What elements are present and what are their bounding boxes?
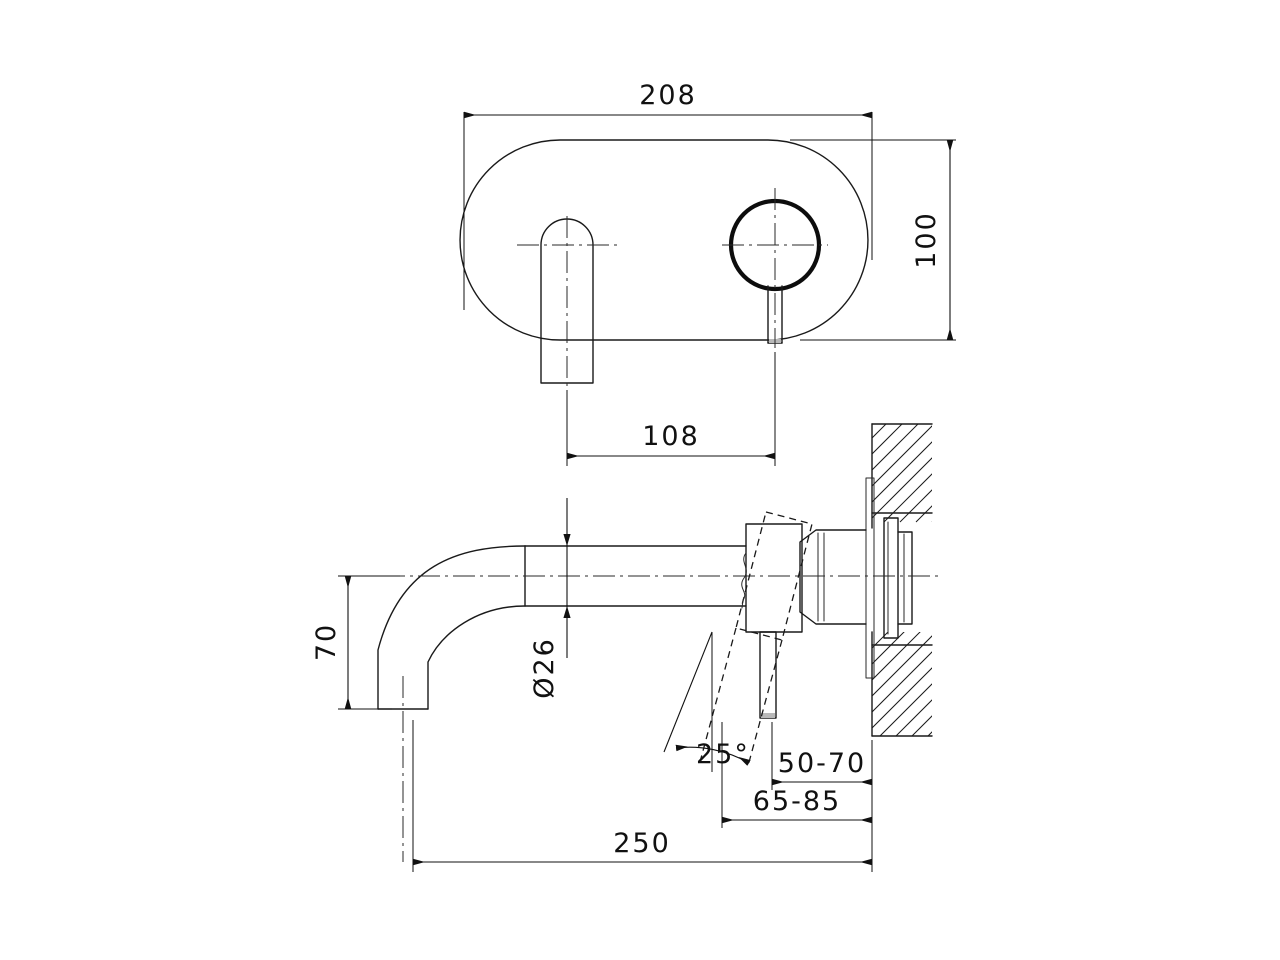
dimension-50-70: 50-70 <box>771 722 873 790</box>
dim-text-108: 108 <box>642 421 700 452</box>
lever-solid-end-shading <box>761 713 775 718</box>
collar-outline <box>897 531 913 625</box>
handle-front-view <box>722 188 828 348</box>
spout-front-view <box>517 216 617 414</box>
dim-text-208: 208 <box>639 80 697 111</box>
dimension-diameter-26: Ø26 <box>529 498 571 699</box>
wall-section <box>871 423 933 737</box>
dim-text-250: 250 <box>613 828 671 859</box>
dimension-100: 100 <box>790 139 956 341</box>
dimension-208: 208 <box>463 80 873 310</box>
dimension-70: 70 <box>311 575 400 710</box>
spout-outer-curve <box>377 545 526 710</box>
angle-arc <box>675 744 751 766</box>
lever-handle-alternate-position <box>699 511 813 767</box>
dim-text-25-degree: 25° <box>696 739 750 770</box>
dim-text-70: 70 <box>311 623 342 661</box>
spout-side-view <box>348 545 940 862</box>
valve-body-outline <box>799 529 867 625</box>
side-section-view: 25° 70 Ø26 50-70 65-8 <box>311 423 940 872</box>
wall-hatching-bottom <box>872 632 932 737</box>
flange-ring-outline <box>883 517 899 639</box>
front-elevation-view: 208 100 108 <box>459 80 956 466</box>
arrow-d26-bottom <box>563 606 571 618</box>
dimension-250: 250 <box>412 720 873 872</box>
handle-block-outline <box>745 523 803 633</box>
wall-flange-assembly <box>865 477 913 679</box>
dim-text-d26: Ø26 <box>529 637 560 699</box>
angle-leader-line <box>663 631 713 753</box>
lever-solid-outline <box>759 631 777 719</box>
escutcheon-plate-outline <box>459 139 869 341</box>
valve-body <box>745 523 867 633</box>
cover-plate-outline <box>865 477 875 679</box>
lever-handle-side <box>759 631 777 719</box>
wall-hatching-top <box>872 424 932 523</box>
dim-text-6585: 65-85 <box>753 786 841 817</box>
dim-text-5070: 50-70 <box>778 748 866 779</box>
lever-pivot-squiggle <box>741 552 747 609</box>
dimension-65-85: 65-85 <box>721 722 873 828</box>
lever-dashed-stem-2 <box>747 639 783 767</box>
spout-front-body <box>540 218 594 384</box>
lever-dashed-outline <box>735 511 813 641</box>
dim-text-100: 100 <box>911 211 942 269</box>
spout-inner-curve <box>427 605 526 710</box>
dimension-108: 108 <box>566 352 776 466</box>
dimension-25-degree: 25° <box>663 631 751 772</box>
arrow-d26-top <box>563 534 571 546</box>
